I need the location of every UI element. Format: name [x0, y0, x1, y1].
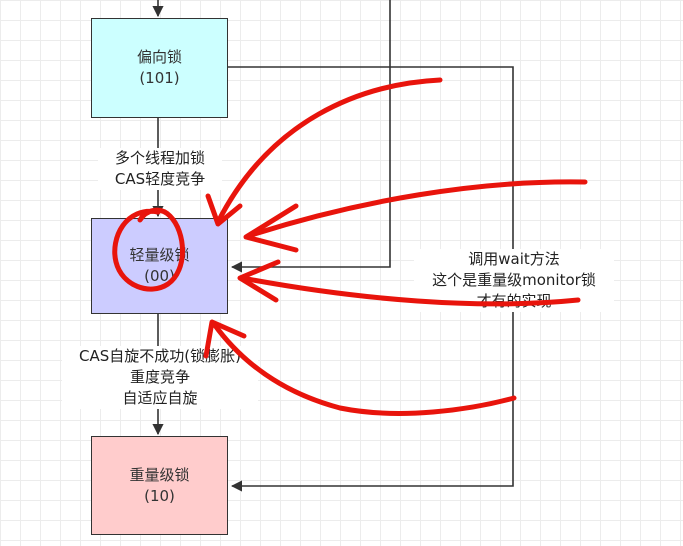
red-arrow-2: [245, 179, 588, 239]
red-arrow-3: [239, 275, 581, 307]
red-arrow-4: [211, 321, 517, 416]
heavyweight-lock-title: 重量级锁: [129, 465, 190, 484]
edge-label-wait-call: 调用wait方法 这个是重量级monitor锁 才有的实现: [414, 249, 614, 312]
heavyweight-lock-node: 重量级锁 (10): [91, 436, 228, 535]
red-arrow-1: [215, 77, 443, 225]
red-circle-mark: [112, 207, 185, 292]
lightweight-lock-node: 轻量级锁 (00): [91, 218, 228, 314]
lightweight-lock-code: (00): [144, 267, 175, 285]
edge-label-lightweight-to-heavyweight: CAS自旋不成功(锁膨胀) 重度竞争 自适应自旋: [62, 346, 258, 409]
biased-lock-code: (101): [139, 69, 180, 87]
edge-label-biased-to-lightweight: 多个线程加锁 CAS轻度竞争: [98, 148, 222, 190]
biased-lock-title: 偏向锁: [136, 48, 182, 66]
heavyweight-lock-code: (10): [144, 486, 175, 505]
lightweight-lock-title: 轻量级锁: [129, 246, 190, 264]
biased-lock-node: 偏向锁 (101): [91, 18, 228, 118]
